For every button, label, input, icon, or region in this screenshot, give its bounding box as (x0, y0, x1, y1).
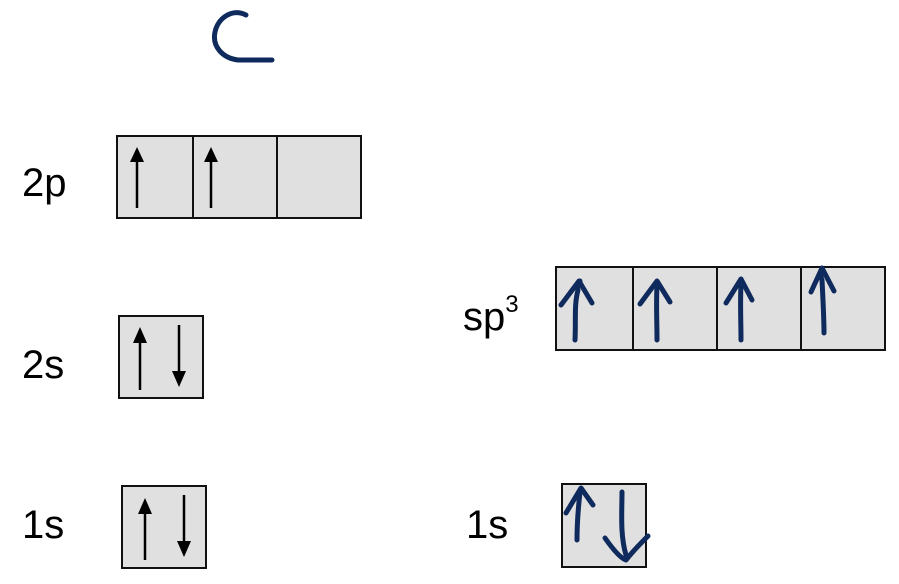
orbital-label-sp3: sp3 (463, 291, 519, 339)
spin-up-arrow-icon (637, 278, 673, 343)
orbital-box-2s-1 (118, 315, 204, 399)
orbital-box-1s-1 (121, 485, 207, 569)
spin-up-arrow-icon (808, 265, 837, 336)
orbital-box-sp3-3 (716, 266, 802, 351)
spin-down-arrow-icon (172, 325, 186, 387)
orbital-box-2p-2 (192, 135, 278, 219)
spin-up-arrow-icon (130, 147, 144, 208)
spin-up-arrow-icon (558, 278, 595, 343)
orbital-box-sp3-1 (555, 266, 634, 351)
orbital-label-2p: 2p (22, 161, 67, 205)
spin-down-arrow-icon (177, 495, 191, 557)
orbital-box-sp3-2 (632, 266, 718, 351)
orbital-label-1s-hybrid: 1s (466, 503, 509, 547)
spin-up-arrow-icon (563, 485, 596, 543)
orbital-label-2s: 2s (22, 343, 65, 387)
spin-down-arrow-icon (602, 489, 651, 563)
orbital-box-2p-3 (276, 135, 362, 219)
spin-up-arrow-icon (723, 276, 755, 343)
orbital-label-1s: 1s (22, 503, 65, 547)
spin-up-arrow-icon (138, 498, 152, 560)
spin-up-arrow-icon (204, 147, 218, 208)
spin-up-arrow-icon (133, 327, 147, 390)
